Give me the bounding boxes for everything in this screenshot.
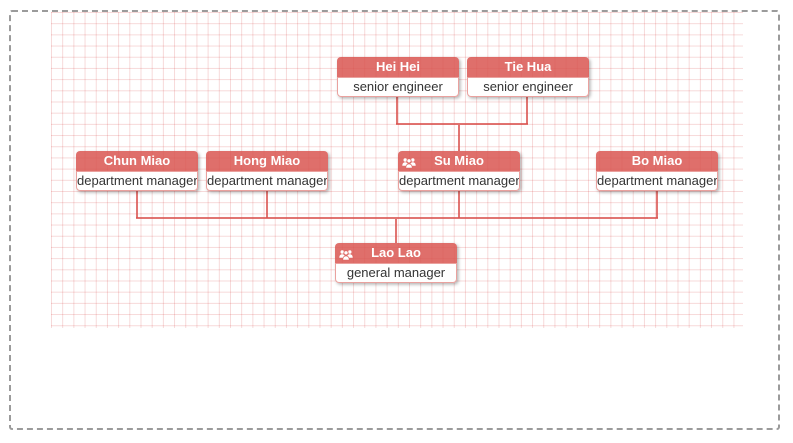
org-node-lao-lao[interactable]: Lao Lao general manager <box>335 243 457 283</box>
users-icon <box>402 155 416 169</box>
node-role: department manager <box>206 171 328 191</box>
node-title: Lao Lao <box>335 243 457 263</box>
node-title: Hong Miao <box>206 151 328 171</box>
connector-line <box>395 219 397 243</box>
connector-line <box>458 125 460 151</box>
org-node-hong-miao[interactable]: Hong Miao department manager <box>206 151 328 191</box>
node-title: Chun Miao <box>76 151 198 171</box>
node-title: Tie Hua <box>467 57 589 77</box>
connector-line <box>136 217 658 219</box>
connector-line <box>458 191 460 218</box>
users-icon <box>339 247 353 261</box>
org-node-su-miao[interactable]: Su Miao department manager <box>398 151 520 191</box>
node-role: department manager <box>398 171 520 191</box>
node-name: Chun Miao <box>103 153 171 168</box>
node-title: Hei Hei <box>337 57 459 77</box>
node-name: Hei Hei <box>375 59 421 74</box>
connector-line <box>526 97 528 124</box>
node-name: Su Miao <box>434 153 484 168</box>
connector-line <box>396 97 398 124</box>
org-node-chun-miao[interactable]: Chun Miao department manager <box>76 151 198 191</box>
org-chart-container: Hei Hei senior engineer Tie Hua senior e… <box>51 12 743 328</box>
node-name: Lao Lao <box>371 245 421 260</box>
org-node-tie-hua[interactable]: Tie Hua senior engineer <box>467 57 589 97</box>
node-title: Su Miao <box>398 151 520 171</box>
connector-line <box>136 191 138 218</box>
connector-line <box>656 191 658 218</box>
org-node-bo-miao[interactable]: Bo Miao department manager <box>596 151 718 191</box>
node-name: Bo Miao <box>631 153 683 168</box>
node-role: department manager <box>76 171 198 191</box>
node-role: department manager <box>596 171 718 191</box>
node-name: Tie Hua <box>504 59 552 74</box>
node-role: senior engineer <box>337 77 459 97</box>
node-name: Hong Miao <box>233 153 301 168</box>
node-role: general manager <box>335 263 457 283</box>
node-role: senior engineer <box>467 77 589 97</box>
org-node-hei-hei[interactable]: Hei Hei senior engineer <box>337 57 459 97</box>
node-title: Bo Miao <box>596 151 718 171</box>
connector-line <box>266 191 268 218</box>
connector-line <box>396 123 528 125</box>
